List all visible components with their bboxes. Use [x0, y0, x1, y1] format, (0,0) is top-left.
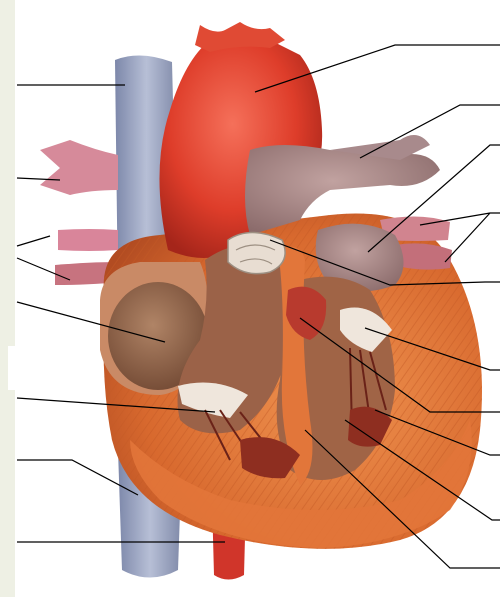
label-blank-box	[8, 346, 20, 390]
pulmonary-valve	[228, 233, 285, 274]
left-pulmonary-vein-lower	[395, 243, 452, 269]
right-pulmonary-vein-upper	[58, 229, 118, 251]
